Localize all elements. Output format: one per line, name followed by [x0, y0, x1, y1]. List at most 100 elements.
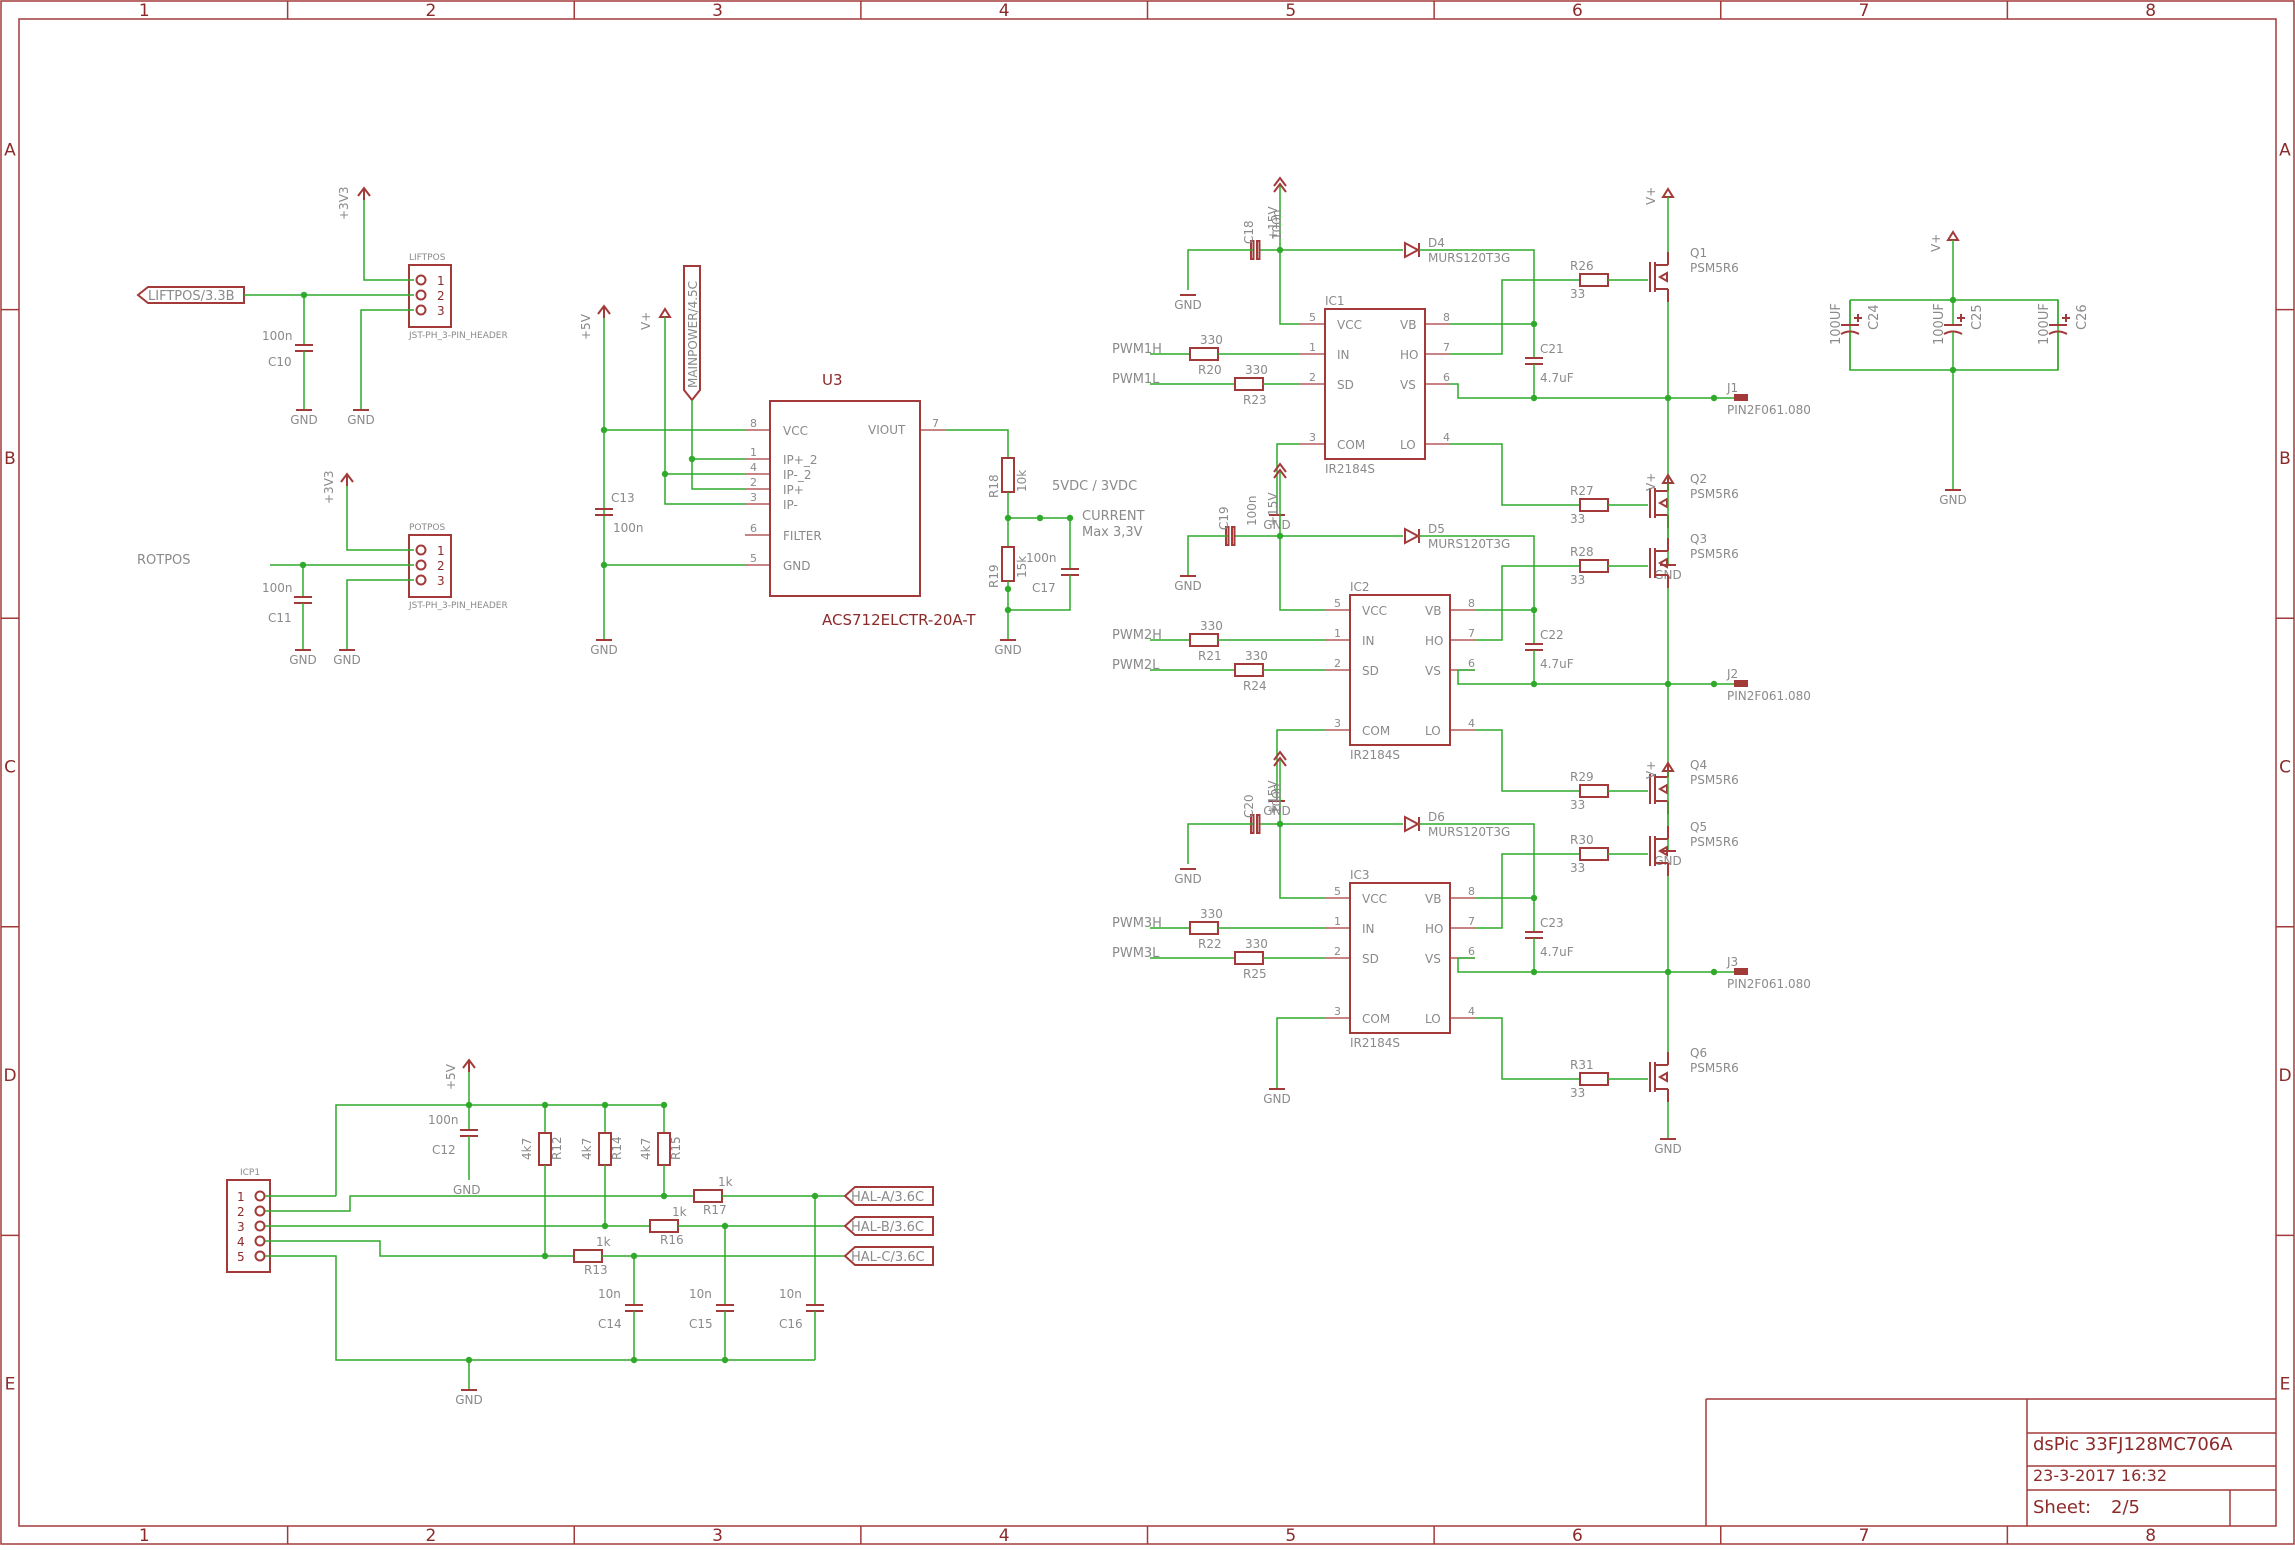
boot-cap-plate [1256, 814, 1261, 834]
wire [1187, 249, 1253, 290]
driver-pin-number: 7 [1468, 627, 1475, 640]
driver-pin-name: LO [1425, 1012, 1441, 1026]
driver-pin-name: IN [1337, 348, 1350, 362]
ground-label: GND [1654, 1142, 1682, 1156]
header-pin [415, 304, 427, 316]
column-number: 6 [1572, 1, 1583, 21]
wire [346, 579, 414, 650]
bulk-cap-name: C26 [2075, 304, 2090, 330]
row-letter: B [2279, 449, 2291, 469]
wire [1279, 760, 1325, 899]
jack-name: J3 [1726, 955, 1738, 969]
resistor-name: R30 [1570, 833, 1594, 847]
current-sensor-block: U3ACS712ELCTR-20A-TVCC8IP+_21IP-_24IP+2I… [579, 265, 1145, 657]
icp-pin [254, 1220, 266, 1232]
driver-pin-name: HO [1425, 634, 1443, 648]
supply-arrow [1273, 756, 1287, 767]
sensor-pin-name: IP+ [783, 483, 804, 497]
wire [265, 1240, 574, 1257]
pwm-label: PWM1L [1112, 372, 1160, 387]
net-flag [843, 1216, 934, 1236]
resistor-name: R26 [1570, 259, 1594, 273]
cap-value: 100n [1270, 209, 1284, 240]
driver-pin-name: COM [1362, 724, 1390, 738]
driver-pin-name: HO [1425, 922, 1443, 936]
wire [360, 309, 414, 410]
icp-pin-number: 5 [237, 1250, 245, 1264]
supply-arrow [1273, 462, 1287, 473]
mosfet-arrow [1657, 783, 1668, 795]
row-letter: A [4, 140, 16, 160]
resistor-name: R14 [610, 1136, 624, 1160]
junction-dot [1004, 585, 1012, 593]
supply-label: +15V [1266, 492, 1280, 526]
ground-label: GND [1174, 579, 1202, 593]
driver-pin-number: 4 [1443, 431, 1450, 444]
header-body [408, 264, 452, 328]
column-number: 7 [1859, 1526, 1870, 1545]
header-pin [415, 274, 427, 286]
diode-symbol [1404, 241, 1421, 259]
supply-arrow [1273, 468, 1287, 479]
net-label: HAL-A/3.6C [851, 1190, 924, 1205]
sensor-pin-number: 4 [750, 461, 757, 474]
column-number: 4 [999, 1526, 1010, 1545]
diode-part: MURS120T3G [1428, 251, 1510, 265]
resistor-value: 330 [1245, 363, 1268, 377]
input-resistor [1234, 951, 1264, 965]
resistor-name: R22 [1198, 937, 1222, 951]
resistor-value: 4k7 [520, 1138, 534, 1160]
supply-label: +3V3 [322, 470, 336, 504]
series-resistor [649, 1219, 679, 1233]
driver-pin-name: VB [1425, 604, 1441, 618]
column-number: 1 [139, 1, 150, 21]
cap-name: C18 [1242, 220, 1256, 244]
cap-value: 4.7uF [1540, 945, 1574, 959]
wire [1450, 279, 1580, 355]
junction-dot [721, 1356, 729, 1364]
row-letter: E [2280, 1375, 2291, 1395]
column-number: 4 [999, 1, 1010, 21]
driver-pin-number: 3 [1334, 717, 1341, 730]
vplus-symbol [1946, 230, 1960, 241]
note-text: 5VDC / 3VDC [1052, 479, 1137, 494]
header-pin-number: 1 [437, 544, 445, 558]
supply-arrow [1273, 750, 1287, 761]
resistor-name: R17 [703, 1203, 727, 1217]
mosfet-name: Q2 [1690, 472, 1707, 486]
mosfet-part: PSM5R6 [1690, 261, 1739, 275]
cap-value: 100n [262, 581, 293, 595]
ground-label: GND [1263, 804, 1291, 818]
sensor-pin-number: 2 [750, 476, 757, 489]
sensor-pin-name: FILTER [783, 529, 822, 543]
wire [1457, 669, 1534, 685]
column-number: 2 [426, 1, 437, 21]
header-pin-number: 3 [437, 574, 445, 588]
column-number: 7 [1859, 1, 1870, 21]
vplus-label: V+ [639, 312, 653, 330]
wire [1279, 186, 1300, 325]
supply-label: +15V [1266, 780, 1280, 814]
mosfet-part: PSM5R6 [1690, 1061, 1739, 1075]
input-resistor [1234, 377, 1264, 391]
cap-value: 100n [262, 329, 293, 343]
wire [1450, 383, 1534, 399]
driver-pin-name: IN [1362, 922, 1375, 936]
driver-pin-number: 6 [1468, 945, 1475, 958]
mosfet-part: PSM5R6 [1690, 487, 1739, 501]
driver-pin-number: 8 [1443, 311, 1450, 324]
sensor-pin-name: IP+_2 [783, 453, 817, 467]
sensor-pin-name: IP-_2 [783, 468, 811, 482]
driver-pin-name: COM [1362, 1012, 1390, 1026]
supply-label: +15V [1266, 206, 1280, 240]
diode-name: D6 [1428, 810, 1445, 824]
pin-jack [1734, 680, 1748, 687]
ground-label: GND [994, 643, 1022, 657]
wire [1187, 535, 1228, 576]
ground-label: GND [1939, 493, 1967, 507]
cap-value: 100n [1026, 551, 1057, 565]
column-number: 6 [1572, 1526, 1583, 1545]
mosfet-name: Q4 [1690, 758, 1707, 772]
mosfet-part: PSM5R6 [1690, 835, 1739, 849]
